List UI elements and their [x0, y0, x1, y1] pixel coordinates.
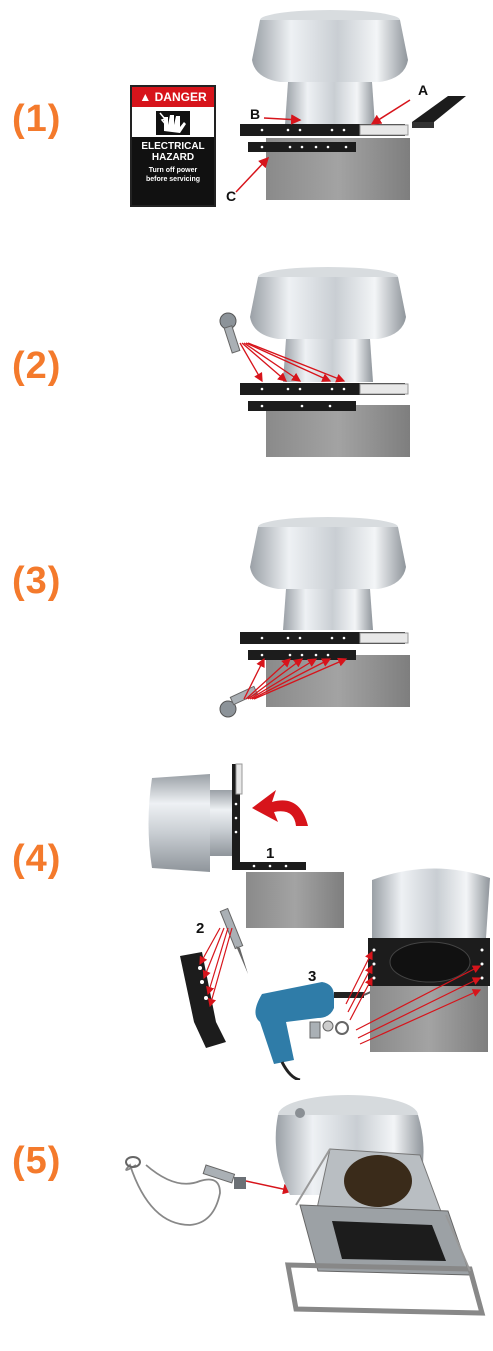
- bolt-nut-icon: [309, 1020, 349, 1039]
- callout-c: C: [226, 188, 237, 204]
- danger-line-1: ELECTRICAL: [141, 141, 205, 152]
- substep-2-label: 2: [196, 920, 205, 937]
- tilted-fan: [148, 774, 232, 872]
- rotate-arrow-icon: [252, 790, 308, 826]
- danger-header-text: DANGER: [154, 90, 207, 104]
- step-number-2: (2): [12, 345, 62, 387]
- screw-icon: [219, 312, 241, 354]
- vertical-bracket: [180, 952, 226, 1048]
- step-number-1: (1): [12, 98, 62, 140]
- step-3-illustration: [219, 517, 410, 718]
- danger-line-2: HAZARD: [151, 152, 195, 163]
- safety-cable-icon: [125, 1156, 246, 1226]
- callout-a: A: [418, 82, 429, 98]
- substep-3-label: 3: [308, 968, 317, 985]
- danger-sign-header: ▲ DANGER: [132, 87, 214, 107]
- danger-sign: ▲ DANGER ELECTRICAL HAZARD Turn off powe…: [130, 85, 216, 207]
- danger-sign-body: ELECTRICAL HAZARD Turn off power before …: [132, 137, 214, 205]
- step-number-4: (4): [12, 838, 62, 880]
- danger-line-4: before servicing: [145, 176, 201, 183]
- warning-triangle-icon: ▲: [139, 90, 152, 104]
- step-5-illustration: [125, 1095, 486, 1316]
- bracket-a: [412, 96, 466, 122]
- step-2-illustration: [219, 267, 410, 457]
- step-number-3: (3): [12, 560, 62, 602]
- substep-1-label: 1: [266, 845, 275, 862]
- electric-hand-icon: [156, 111, 190, 135]
- screw-icon: [219, 685, 258, 718]
- hood-unit: [368, 868, 490, 1052]
- step-number-5: (5): [12, 1140, 62, 1182]
- callout-b: B: [250, 106, 261, 122]
- fan-unit: [252, 10, 408, 125]
- step-1-illustration: [235, 10, 466, 200]
- danger-line-3: Turn off power: [148, 167, 198, 174]
- step-4-illustration: [148, 763, 490, 1080]
- rail-holes: [260, 128, 348, 149]
- hinged-fan-unit: [275, 1095, 486, 1316]
